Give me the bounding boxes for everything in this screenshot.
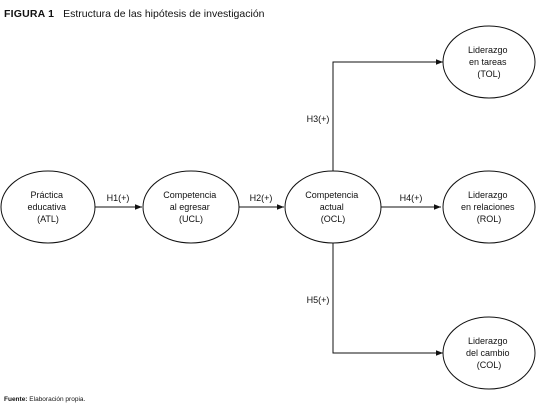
node-col-line3: (COL) bbox=[477, 360, 502, 370]
svg-text:Competencia al egresar: Competencia al egresar (UCL) bbox=[163, 190, 219, 224]
source-text: Elaboración propia. bbox=[29, 396, 86, 403]
node-col-line2: del cambio bbox=[466, 348, 510, 358]
node-tol-line3: (TOL) bbox=[477, 69, 500, 79]
node-ucl-line2: al egresar bbox=[170, 202, 210, 212]
node-atl-line2: educativa bbox=[27, 202, 66, 212]
node-ocl-line1: Competencia bbox=[305, 190, 358, 200]
node-col-line1: Liderazgo bbox=[468, 336, 508, 346]
edge-ocl-tol bbox=[332, 59, 443, 172]
node-atl-line1: Práctica bbox=[30, 190, 63, 200]
node-ocl: Competencia actual (OCL) bbox=[284, 170, 382, 244]
svg-text:Liderazgo en relaciones: Liderazgo en relaciones (ROL) bbox=[461, 190, 517, 224]
node-rol-line1: Liderazgo bbox=[468, 190, 508, 200]
figure-number: FIGURA 1 bbox=[4, 8, 55, 20]
edge-label-h2: H2(+) bbox=[250, 193, 273, 203]
node-atl: Práctica educativa (ATL) bbox=[0, 170, 96, 244]
node-ocl-line2: actual bbox=[320, 202, 344, 212]
svg-text:Práctica educativa: Práctica educativa (ATL) bbox=[27, 190, 68, 224]
figure-source: Fuente: Elaboración propia. bbox=[4, 396, 85, 403]
edge-ocl-col bbox=[332, 242, 443, 356]
node-ucl-line1: Competencia bbox=[163, 190, 216, 200]
node-rol: Liderazgo en relaciones (ROL) bbox=[442, 170, 536, 244]
node-atl-line3: (ATL) bbox=[37, 214, 59, 224]
node-rol-line3: (ROL) bbox=[477, 214, 502, 224]
figure-title: FIGURA 1 Estructura de las hipótesis de … bbox=[4, 8, 265, 20]
svg-text:Liderazgo en tareas: Liderazgo en tareas (TOL) bbox=[468, 45, 510, 79]
edge-label-h4: H4(+) bbox=[400, 193, 423, 203]
node-ucl-line3: (UCL) bbox=[179, 214, 203, 224]
node-tol-line2: en tareas bbox=[469, 57, 507, 67]
node-ucl: Competencia al egresar (UCL) bbox=[142, 170, 240, 244]
edge-label-h1: H1(+) bbox=[107, 193, 130, 203]
edge-label-h5: H5(+) bbox=[307, 295, 330, 305]
svg-text:Liderazgo del cambio: Liderazgo del cambio (COL) bbox=[466, 336, 512, 370]
figure-title-text: Estructura de las hipótesis de investiga… bbox=[63, 8, 265, 20]
svg-text:Competencia actual: Competencia actual (OCL) bbox=[305, 190, 361, 224]
edge-label-h3: H3(+) bbox=[307, 114, 330, 124]
node-tol: Liderazgo en tareas (TOL) bbox=[442, 25, 536, 99]
node-rol-line2: en relaciones bbox=[461, 202, 515, 212]
node-ocl-line3: (OCL) bbox=[321, 214, 346, 224]
node-tol-line1: Liderazgo bbox=[468, 45, 508, 55]
node-col: Liderazgo del cambio (COL) bbox=[442, 316, 536, 390]
source-label: Fuente: bbox=[4, 396, 28, 403]
